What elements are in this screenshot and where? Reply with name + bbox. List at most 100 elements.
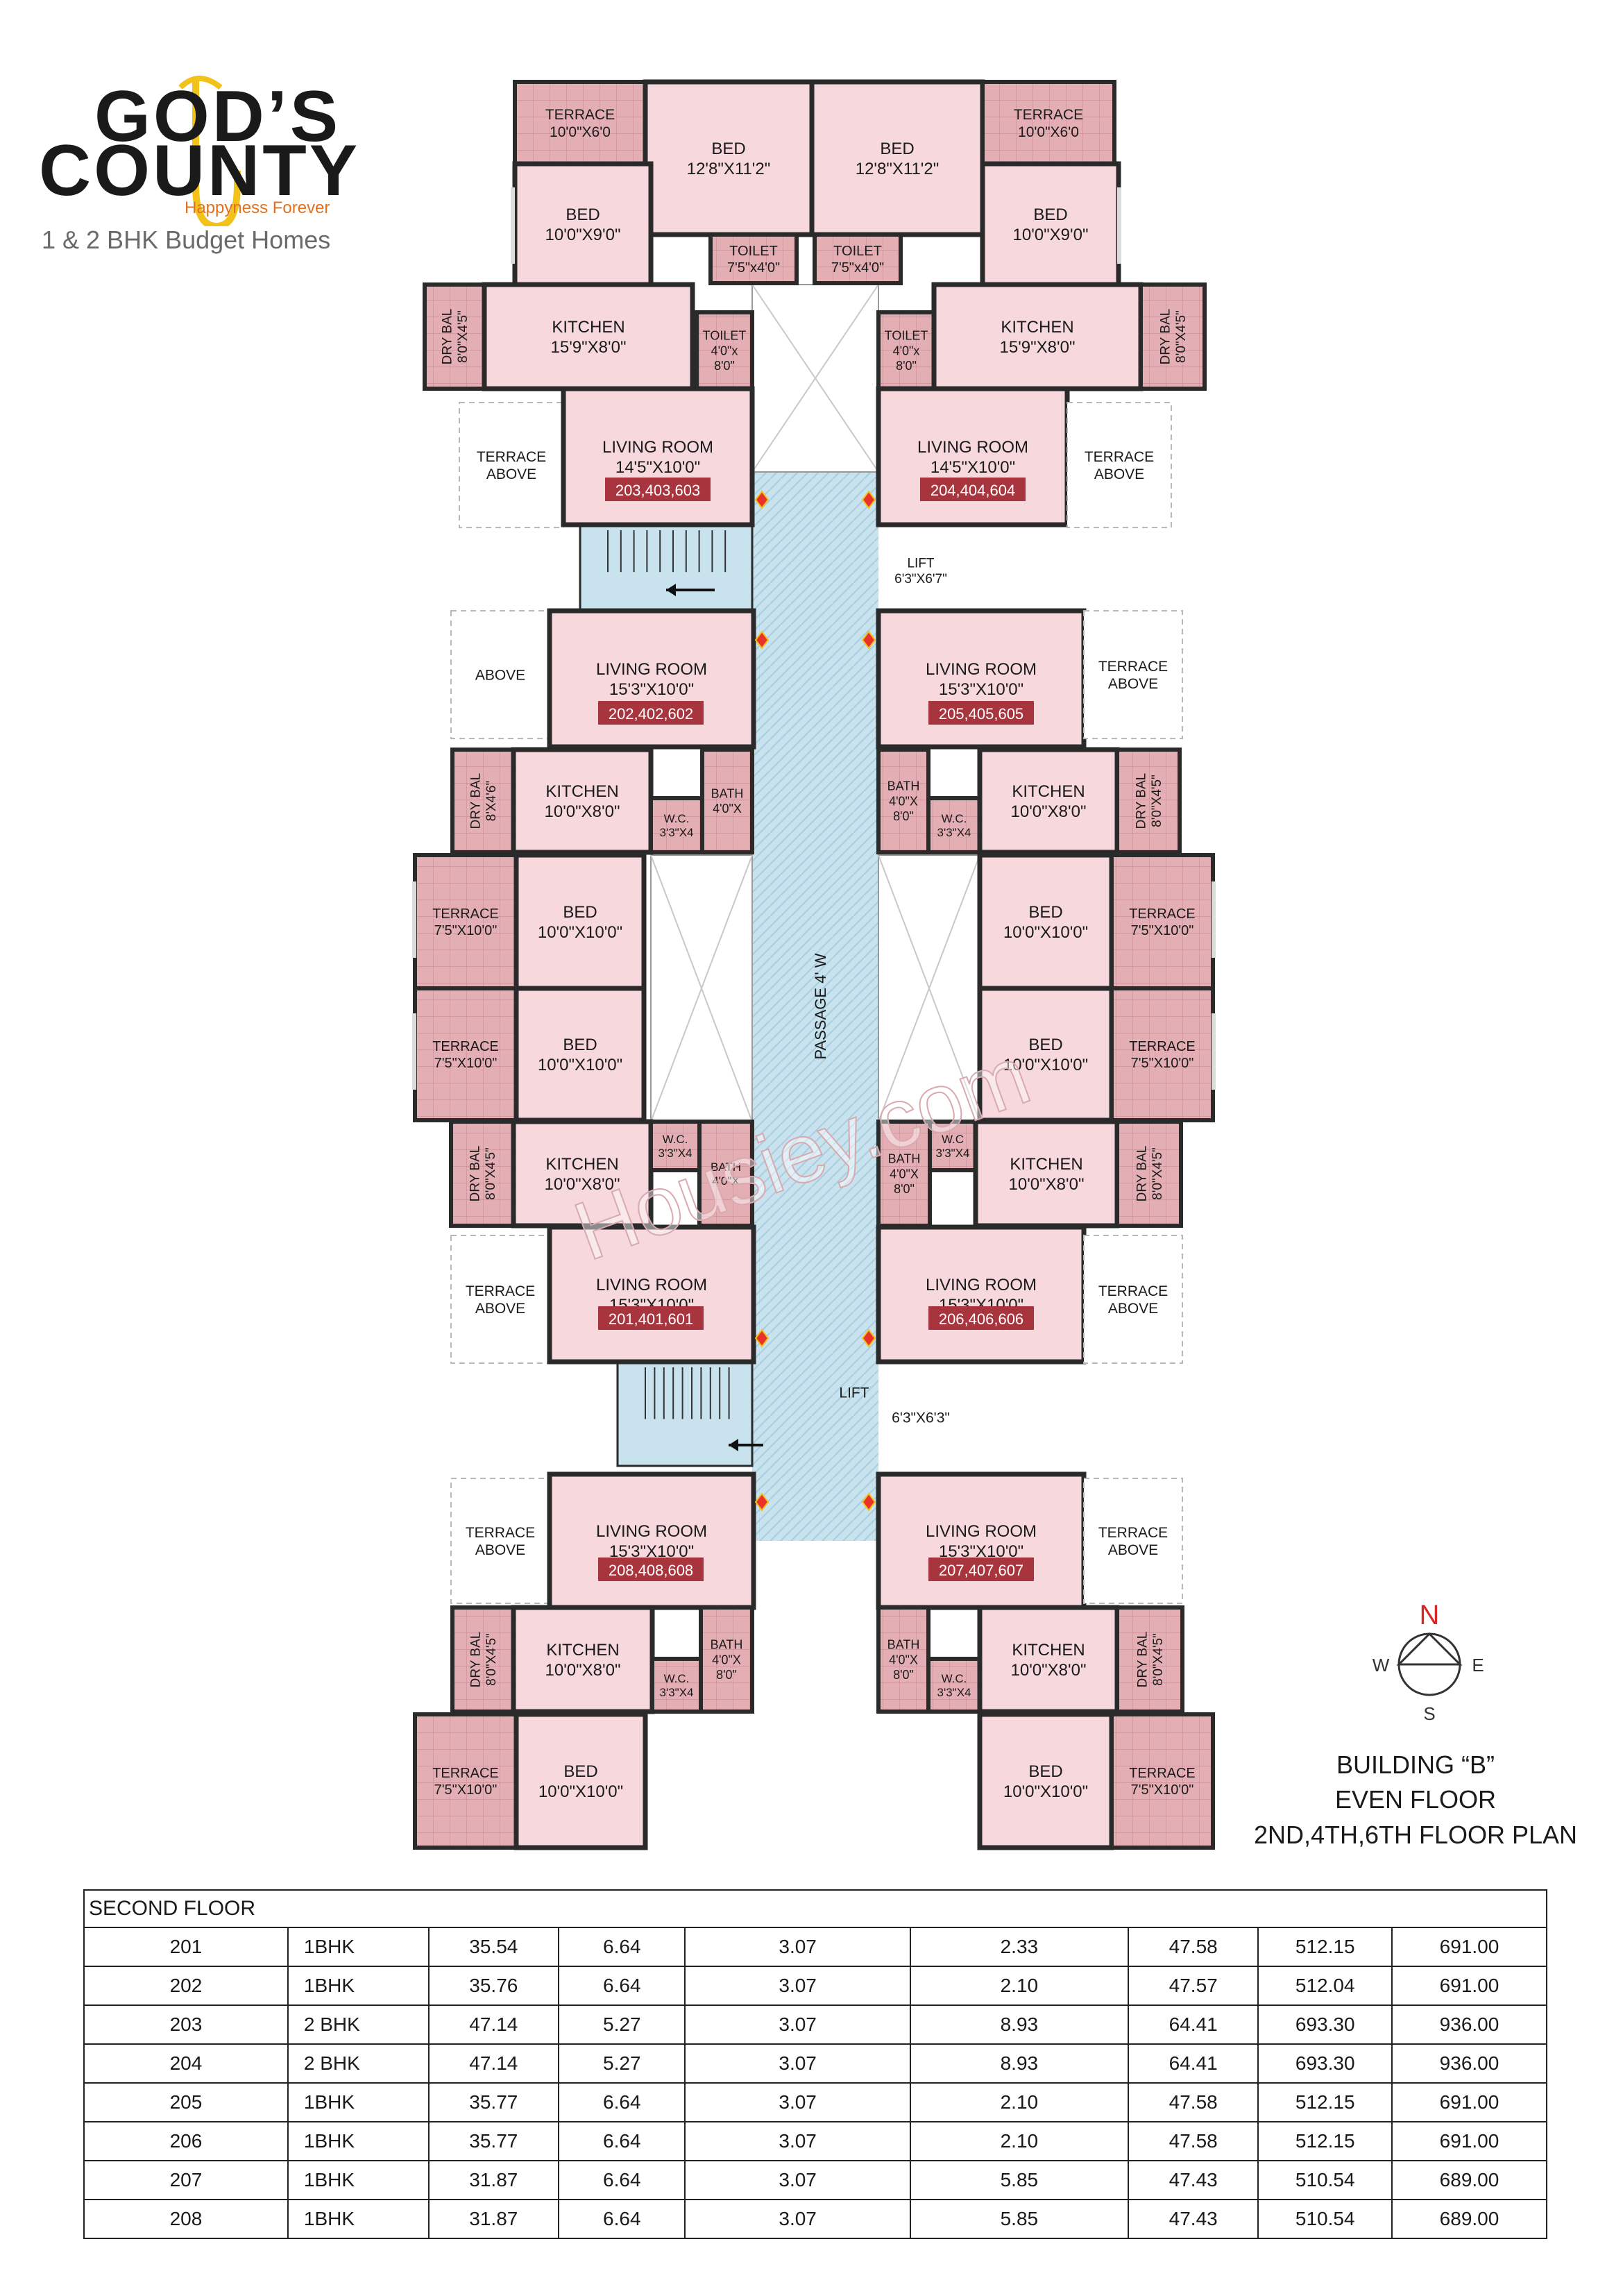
- arrow-left-icon: [666, 584, 715, 596]
- room-bed-208: [513, 1712, 648, 1850]
- window: [412, 1013, 416, 1090]
- compass-w-label: W: [1373, 1655, 1390, 1675]
- logo-accent-icon: [178, 76, 241, 226]
- logo-line-1: GOD’S: [94, 76, 341, 157]
- table-cell: 512.15: [1257, 2121, 1393, 2161]
- room-label: DRY BAL8'0"X4'5": [468, 1632, 499, 1688]
- window: [1117, 187, 1121, 264]
- room-living-208: [547, 1471, 756, 1610]
- room-label: DRY BAL8'X4'6": [468, 773, 499, 829]
- room-bed-204b: [980, 161, 1121, 287]
- compass-n-label: N: [1420, 1600, 1440, 1630]
- brand-logo: GOD’S COUNTY Happyness Forever 1 & 2 BHK…: [39, 67, 365, 275]
- room-label: DRY BAL8'0"X4'5": [1134, 773, 1164, 829]
- svg-text:201,401,601: 201,401,601: [609, 1310, 693, 1328]
- room-terrace-206: [1110, 986, 1215, 1122]
- room-kitchen-202: [511, 747, 654, 855]
- table-cell: 512.04: [1257, 1966, 1393, 2006]
- door-marker-icon: [861, 1328, 876, 1348]
- table-cell: 2.10: [909, 2082, 1129, 2122]
- table-cell: 202: [83, 1966, 289, 2006]
- window: [1212, 881, 1216, 958]
- room-label: W.C.3'3"X4: [937, 1672, 971, 1699]
- table-cell: 2 BHK: [287, 2004, 430, 2045]
- table-cell: 1BHK: [287, 2199, 430, 2239]
- room-wc-205: [926, 796, 982, 854]
- room-drybal-204: [1139, 282, 1207, 391]
- room-living-207: [876, 1471, 1087, 1610]
- table-cell: 8.93: [909, 2004, 1129, 2045]
- table-cell: 3.07: [684, 2160, 911, 2200]
- table-cell: 35.77: [427, 2121, 560, 2161]
- room-label: W.C.3'3"X4: [658, 1133, 692, 1160]
- window: [1212, 1013, 1216, 1090]
- door-marker-icon: [754, 1492, 770, 1512]
- table-cell: 205: [83, 2082, 289, 2122]
- table-cell: 689.00: [1391, 2160, 1548, 2200]
- table-cell: 47.14: [427, 2043, 560, 2084]
- table-cell: 3.07: [684, 2121, 911, 2161]
- staircase: [579, 523, 754, 612]
- table-caption: SECOND FLOOR: [83, 1889, 1547, 1928]
- door-marker-icon: [861, 490, 876, 509]
- room-living-205: [876, 608, 1087, 750]
- table-cell: 64.41: [1127, 2043, 1259, 2084]
- passage-corridor: [752, 472, 878, 1541]
- logo-tagline: Happyness Forever: [185, 199, 330, 217]
- open-duct: [878, 854, 980, 1122]
- door-marker-icon: [754, 1328, 770, 1348]
- room-wc-202: [649, 796, 704, 854]
- table-cell: 47.58: [1127, 1927, 1259, 1967]
- room-living-201: [547, 1224, 756, 1365]
- room-wc-207: [926, 1657, 982, 1714]
- table-cell: 47.57: [1127, 1966, 1259, 2006]
- room-living-204: [876, 386, 1070, 527]
- svg-text:203,403,603: 203,403,603: [615, 482, 700, 499]
- unit-badge: 205,405,605: [928, 701, 1034, 725]
- room-label: DRY BAL8'0"X4'5": [440, 309, 470, 365]
- table-cell: 1BHK: [287, 2121, 430, 2161]
- table-cell: 936.00: [1391, 2043, 1548, 2084]
- room-kitchen-205: [977, 747, 1120, 855]
- table-cell: 512.15: [1257, 2082, 1393, 2122]
- room-label: ABOVE: [475, 667, 525, 683]
- open-duct: [650, 854, 753, 1122]
- unit-badge: 207,407,607: [928, 1558, 1034, 1581]
- table-cell: 208: [83, 2199, 289, 2239]
- table-caption-row: SECOND FLOOR: [83, 1889, 1547, 1928]
- svg-text:207,407,607: 207,407,607: [939, 1562, 1023, 1579]
- table-cell: 207: [83, 2160, 289, 2200]
- table-cell: 203: [83, 2004, 289, 2045]
- table-cell: 31.87: [427, 2199, 560, 2239]
- unit-badge: 201,401,601: [598, 1306, 704, 1330]
- table-cell: 1BHK: [287, 1927, 430, 1967]
- room-label: W.C.3'3"X4: [937, 812, 971, 839]
- table-cell: 6.64: [558, 2082, 686, 2122]
- room-terrace-202: [413, 853, 518, 990]
